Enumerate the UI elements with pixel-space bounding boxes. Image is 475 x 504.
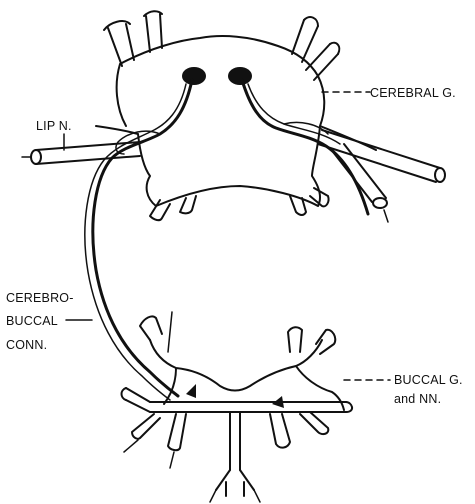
buccal-ganglion-label-line1: BUCCAL G. <box>394 373 463 387</box>
cerebro-buccal-label-line2: BUCCAL <box>6 314 58 328</box>
cell-body-left <box>182 67 206 85</box>
right-lower-nerve <box>318 130 445 222</box>
cerebro-buccal-label-line3: CONN. <box>6 338 47 352</box>
lip-nerve-label: LIP N. <box>36 119 72 133</box>
cerebral-ganglion-label: CEREBRAL G. <box>370 86 456 100</box>
cerebral-ganglion <box>96 11 376 220</box>
buccal-ganglion-label-line2: and NN. <box>394 392 441 406</box>
buccal-ganglion <box>122 312 353 502</box>
cerebro-buccal-label-line1: CEREBRO- <box>6 291 74 305</box>
cell-body-right <box>228 67 252 85</box>
